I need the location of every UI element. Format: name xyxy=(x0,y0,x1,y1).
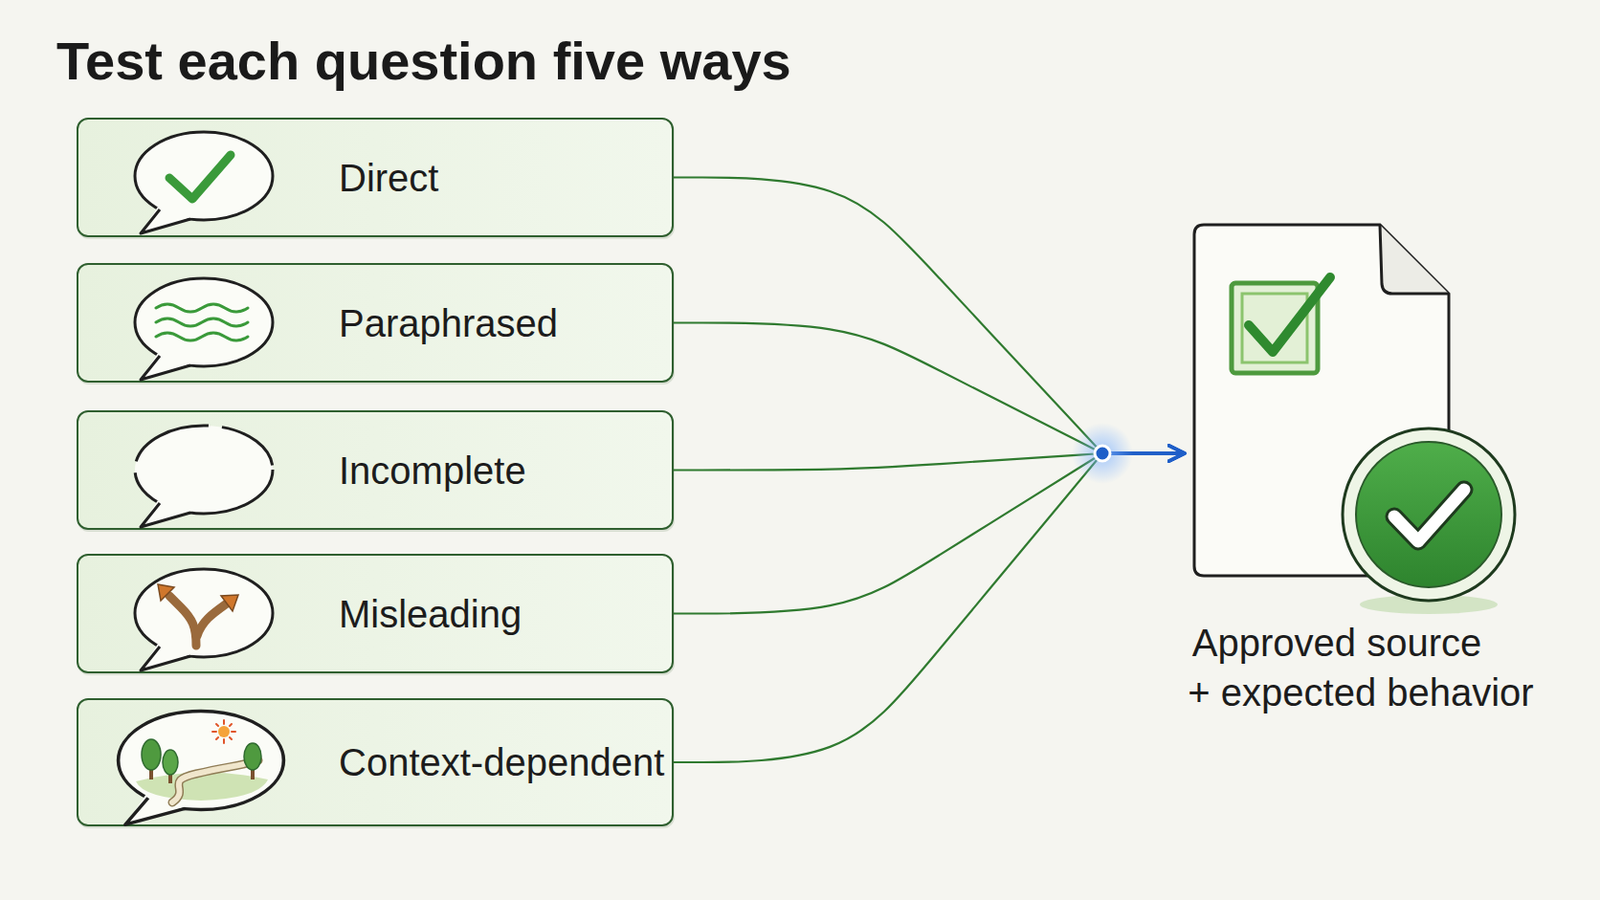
connector-line xyxy=(673,453,1103,615)
merge-glow xyxy=(1071,422,1134,485)
page-fold xyxy=(1379,224,1449,294)
connector-arrow xyxy=(1102,452,1185,456)
test-case-box: Paraphrased xyxy=(76,263,674,383)
badge-shadow xyxy=(1359,595,1498,615)
connector xyxy=(673,323,1185,455)
connector xyxy=(673,453,1185,615)
connector-line xyxy=(673,323,1103,455)
connector xyxy=(673,177,1185,455)
connector xyxy=(673,453,1185,763)
connector xyxy=(673,453,1185,471)
test-case-box: Misleading xyxy=(76,554,674,674)
connector-arrow xyxy=(1102,452,1185,456)
variant-label: Context-dependent xyxy=(338,739,665,786)
connector-line xyxy=(673,453,1103,763)
connector-arrow xyxy=(1102,452,1185,456)
document-node: Approved source + expected behavior xyxy=(1194,224,1449,577)
output-label: Approved source + expected behavior xyxy=(1178,618,1543,718)
connector-line xyxy=(673,453,1103,471)
merge-point xyxy=(1094,445,1111,462)
test-case-box: Direct xyxy=(76,117,674,238)
connector-arrow xyxy=(1102,452,1185,456)
document-page xyxy=(1194,224,1449,577)
connector-line xyxy=(673,177,1103,455)
diagram-title: Test each question five ways xyxy=(56,28,792,93)
variant-label: Misleading xyxy=(338,591,522,638)
variant-label: Direct xyxy=(338,155,439,201)
document-outline xyxy=(1194,224,1449,577)
variant-label: Incomplete xyxy=(338,447,527,494)
test-case-box: Incomplete xyxy=(76,410,674,531)
connector-arrow xyxy=(1102,452,1185,456)
test-case-box: Context-dependent xyxy=(76,698,674,827)
variant-label: Paraphrased xyxy=(338,300,558,347)
